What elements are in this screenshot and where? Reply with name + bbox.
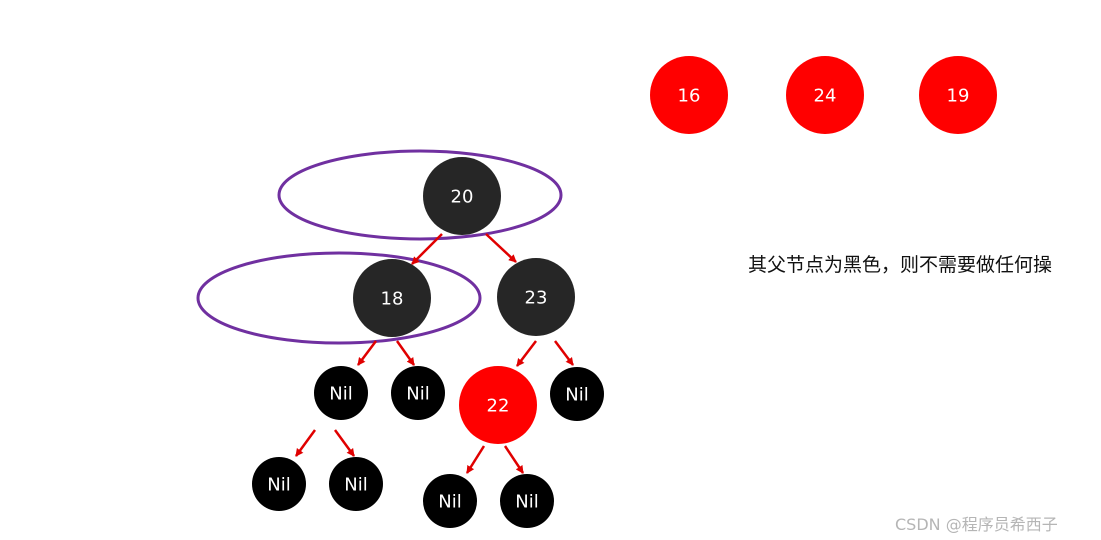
tree-node-n22: 22	[459, 366, 537, 444]
tree-node-nil22l: Nil	[423, 474, 477, 528]
tree-node-nilAl: Nil	[252, 457, 306, 511]
tree-edge-n20-n18	[411, 233, 443, 265]
tree-node-nil22r: Nil	[500, 474, 554, 528]
tree-node-label: Nil	[329, 384, 352, 405]
pending-node-label: 24	[814, 86, 837, 107]
tree-node-label: Nil	[406, 384, 429, 405]
tree-node-circle	[252, 457, 306, 511]
tree-node-n23: 23	[497, 258, 575, 336]
pending-node-19: 19	[919, 56, 997, 134]
tree-node-label: Nil	[344, 475, 367, 496]
highlight-ellipse-n18	[196, 251, 482, 345]
tree-node-n20: 20	[423, 157, 501, 235]
tree-node-nil18r: Nil	[391, 366, 445, 420]
tree-node-circle	[497, 258, 575, 336]
tree-node-circle	[500, 474, 554, 528]
tree-edge-nil18l-nilAr	[333, 429, 356, 457]
tree-edge-n23-nil23r	[554, 340, 574, 366]
tree-node-nil23r: Nil	[550, 367, 604, 421]
tree-node-nil18l: Nil	[314, 366, 368, 420]
tree-node-circle	[391, 366, 445, 420]
tree-node-circle	[353, 259, 431, 337]
tree-edge-n22-nil22l	[465, 445, 486, 474]
tree-node-label: 18	[381, 289, 404, 310]
tree-node-label: 23	[525, 288, 548, 309]
pending-node-label: 16	[678, 86, 701, 107]
tree-node-label: Nil	[565, 385, 588, 406]
tree-node-circle	[314, 366, 368, 420]
tree-edge-nil18l-nilAl	[294, 429, 317, 457]
tree-edge-n22-nil22r	[503, 445, 525, 474]
pending-node-circle	[786, 56, 864, 134]
tree-node-label: Nil	[515, 492, 538, 513]
pending-node-label: 19	[947, 86, 970, 107]
tree-node-label: Nil	[438, 492, 461, 513]
pending-node-16: 16	[650, 56, 728, 134]
tree-node-label: Nil	[267, 475, 290, 496]
tree-node-circle	[459, 366, 537, 444]
tree-node-label: 22	[487, 396, 510, 417]
tree-node-n18: 18	[353, 259, 431, 337]
pending-node-circle	[919, 56, 997, 134]
explanation-note: 其父节点为黑色，则不需要做任何操	[748, 254, 1053, 276]
tree-edge-n23-n22	[516, 340, 537, 367]
csdn-watermark: CSDN @程序员希西子	[895, 515, 1058, 534]
highlight-ellipse-n20	[277, 149, 563, 241]
tree-node-circle	[550, 367, 604, 421]
tree-node-circle	[423, 157, 501, 235]
tree-edge-n18-nil18r	[395, 340, 416, 366]
tree-node-nilAr: Nil	[329, 457, 383, 511]
tree-node-label: 20	[451, 187, 474, 208]
tree-edge-n18-nil18l	[357, 340, 377, 366]
pending-node-circle	[650, 56, 728, 134]
pending-node-24: 24	[786, 56, 864, 134]
tree-edge-n20-n23	[485, 233, 517, 263]
tree-node-circle	[423, 474, 477, 528]
tree-node-circle	[329, 457, 383, 511]
